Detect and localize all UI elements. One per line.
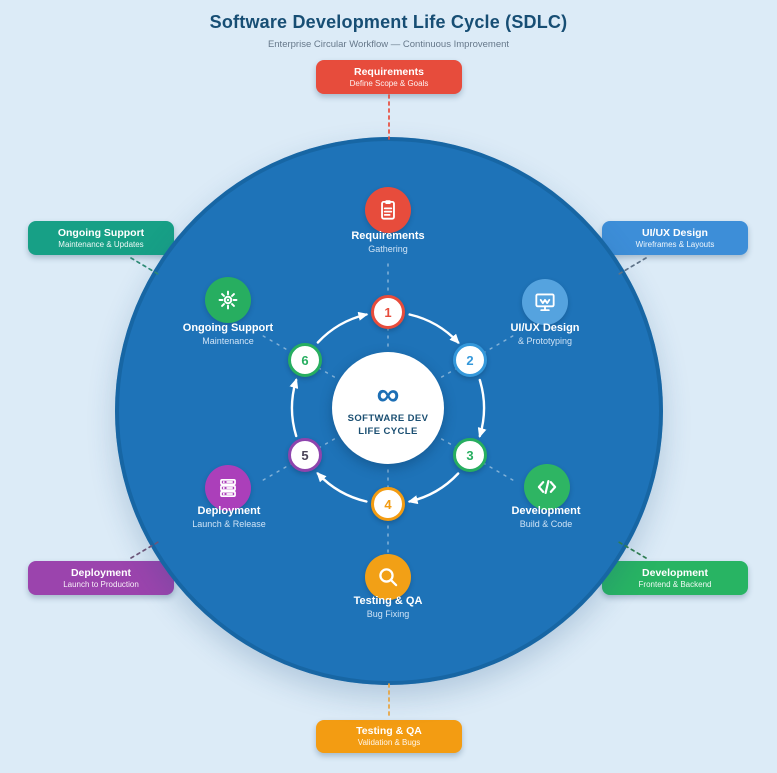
stage-label-development: Development Build & Code xyxy=(511,505,581,529)
callout-testing-qa: Testing & QA Validation & Bugs xyxy=(316,720,462,753)
callout-title: Development xyxy=(642,566,708,579)
callout-subtitle: Wireframes & Layouts xyxy=(635,239,715,249)
infinity-icon: ∞ xyxy=(376,375,400,412)
stage-label-testing-qa: Testing & QA Bug Fixing xyxy=(353,595,423,619)
stage-label-ongoing-support: Ongoing Support Maintenance xyxy=(182,322,274,346)
stage-label-deployment: Deployment Launch & Release xyxy=(192,505,266,529)
center-title-line2: LIFE CYCLE xyxy=(358,425,418,437)
center-title-line1: SOFTWARE DEV xyxy=(347,412,429,424)
callout-subtitle: Launch to Production xyxy=(63,579,139,589)
radial-dashed-spokes xyxy=(257,257,519,559)
step-node-3: 3 xyxy=(453,438,487,472)
code-icon xyxy=(524,464,570,510)
callout-subtitle: Maintenance & Updates xyxy=(58,239,144,249)
external-dashed-connectors xyxy=(130,94,647,718)
cycle-arrow-arcs xyxy=(289,311,487,505)
callout-title: Requirements xyxy=(353,65,425,78)
callout-title: UI/UX Design xyxy=(642,226,708,239)
callout-title: Ongoing Support xyxy=(57,226,145,239)
callout-subtitle: Frontend & Backend xyxy=(638,579,712,589)
callout-uiux-design: UI/UX Design Wireframes & Layouts xyxy=(602,221,748,255)
page-subtitle: Enterprise Circular Workflow — Continuou… xyxy=(267,39,510,50)
callout-deployment: Deployment Launch to Production xyxy=(28,561,174,595)
magnifier-icon xyxy=(365,554,411,600)
stage-label-uiux-design: UI/UX Design & Prototyping xyxy=(510,322,580,346)
gear-icon xyxy=(205,277,251,323)
callout-ongoing-support: Ongoing Support Maintenance & Updates xyxy=(28,221,174,255)
clipboard-icon xyxy=(365,187,411,233)
monitor-icon xyxy=(522,279,568,325)
callout-title: Deployment xyxy=(70,566,132,579)
callout-development: Development Frontend & Backend xyxy=(602,561,748,595)
stage-label-requirements: Requirements Gathering xyxy=(351,230,425,254)
step-node-1: 1 xyxy=(371,295,405,329)
callout-subtitle: Validation & Bugs xyxy=(357,738,421,747)
callout-subtitle: Define Scope & Goals xyxy=(349,78,429,88)
callout-requirements: Requirements Define Scope & Goals xyxy=(316,60,462,94)
step-node-5: 5 xyxy=(288,438,322,472)
step-node-4: 4 xyxy=(371,487,405,521)
page-title: Software Development Life Cycle (SDLC) xyxy=(209,12,568,32)
center-hub: ∞ SOFTWARE DEV LIFE CYCLE xyxy=(332,352,444,464)
callout-title: Testing & QA xyxy=(356,725,422,737)
step-node-6: 6 xyxy=(288,343,322,377)
server-stack-icon xyxy=(205,465,251,511)
step-node-2: 2 xyxy=(453,343,487,377)
